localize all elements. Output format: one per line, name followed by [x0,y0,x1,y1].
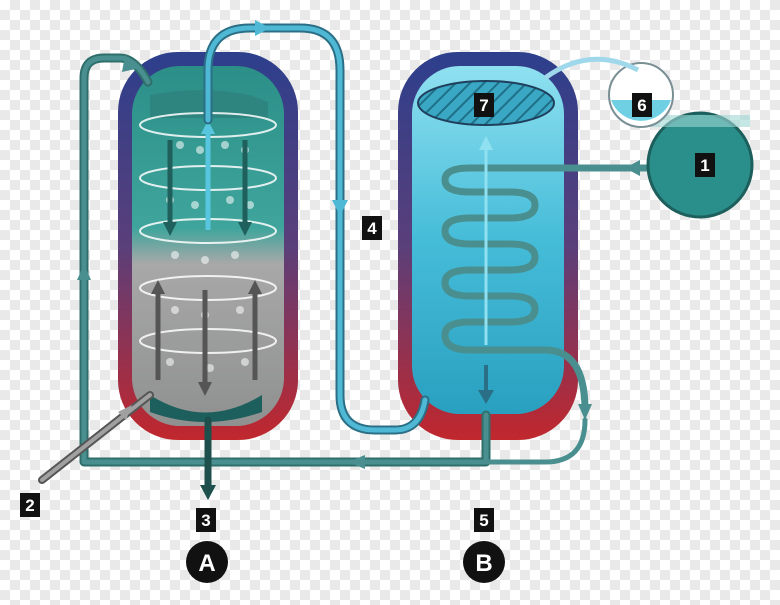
svg-text:1: 1 [700,156,709,175]
label-5: 5 [474,508,494,532]
label-b: B [463,541,505,583]
label-4: 4 [362,216,382,240]
label-a: A [186,541,228,583]
label-6: 6 [632,93,652,117]
label-7: 7 [474,93,494,117]
svg-text:3: 3 [201,511,210,530]
svg-text:2: 2 [25,496,34,515]
svg-text:B: B [475,550,492,577]
label-3: 3 [196,508,216,532]
vessel-a-flow-arrows [151,120,262,396]
letter-labels: A B [186,541,505,583]
vessel-a [118,52,298,440]
heating-coil [441,164,660,411]
label-2: 2 [20,493,40,517]
svg-text:4: 4 [367,219,377,238]
svg-text:7: 7 [479,96,488,115]
number-labels: 1 2 3 4 5 6 7 [20,93,715,532]
pipes [38,20,640,500]
svg-text:A: A [198,550,215,577]
svg-text:5: 5 [479,511,488,530]
svg-text:6: 6 [637,96,646,115]
label-1: 1 [695,153,715,177]
